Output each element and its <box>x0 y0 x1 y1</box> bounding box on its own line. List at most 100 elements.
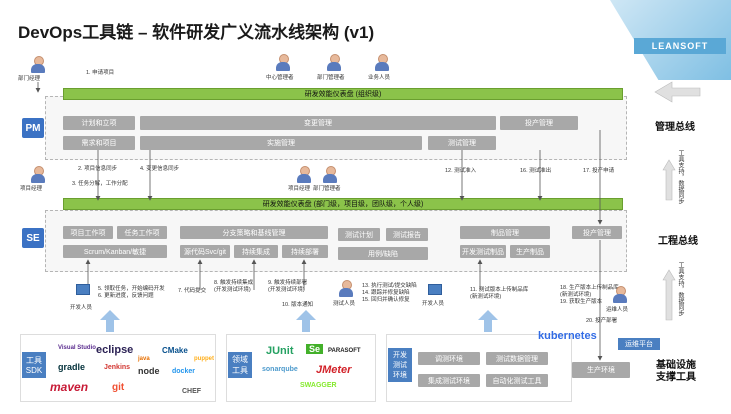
pm-box[interactable]: 计划和立项 <box>63 116 135 130</box>
step-note: 13. 执行测试/提交缺陷 14. 跟踪并修复缺陷 15. 回归并确认修复 <box>362 283 417 303</box>
role-icon <box>374 54 390 72</box>
step-note: 1. 申请项目 <box>86 70 115 76</box>
se-box[interactable]: 测试报告 <box>386 228 428 241</box>
pm-box[interactable]: 需求和项目 <box>63 136 135 150</box>
role-icon <box>275 54 291 72</box>
role-label: 测试人员 <box>333 301 356 307</box>
step-note: 9. 触发持续部署 (开发测试环境) <box>268 280 308 293</box>
role-icon <box>30 56 46 74</box>
role-icon <box>338 280 354 298</box>
step-note: 18. 生产版本上传制品库 (新测试环境) 19. 获取生产版本 <box>560 285 619 305</box>
sdk-tool: Visual Studio <box>58 345 96 351</box>
pm-box[interactable]: 变更管理 <box>140 116 496 130</box>
step-note: 17. 投产申请 <box>583 168 615 174</box>
sdk-tool: puppet <box>194 356 214 362</box>
brand-name: LEANSOFT <box>651 41 709 51</box>
k8s-logo: kubernetes <box>538 330 597 342</box>
se-box[interactable]: Scrum/Kanban/敏捷 <box>63 245 167 258</box>
se-box[interactable]: 制品管理 <box>460 226 550 239</box>
se-box[interactable]: 源代码Svc/git <box>180 245 230 258</box>
role-label: 中心管理者 <box>266 75 294 81</box>
domain-badge: 领域 工具 <box>228 352 252 378</box>
role-label: 部门经理 <box>18 76 41 82</box>
brand-logo: LEANSOFT <box>634 38 726 54</box>
pm-box[interactable]: 实施管理 <box>140 136 422 150</box>
se-box[interactable]: 开发测试制品 <box>460 245 506 258</box>
step-note: 8. 触发持续集成 (开发测试环境) <box>214 280 254 293</box>
pm-badge: PM <box>22 118 44 138</box>
domain-tool: JMeter <box>316 364 352 376</box>
sdk-tool: eclipse <box>96 344 134 356</box>
role-label: 开发人员 <box>422 301 445 307</box>
step-note: 12. 测试准入 <box>445 168 477 174</box>
se-box[interactable]: 投产管理 <box>572 226 622 239</box>
se-box[interactable]: 项目工作项 <box>63 226 113 239</box>
se-box[interactable]: 任务工作项 <box>117 226 167 239</box>
infra-label: 基础设施 支撑工具 <box>656 360 696 383</box>
role-icon <box>322 166 338 184</box>
step-note: 3. 任务分解，工作分配 <box>72 181 128 187</box>
step-note: 2. 项目信息同步 <box>78 166 118 172</box>
step-note: 7. 代码提交 <box>178 288 207 294</box>
step-note: 4. 变更信息同步 <box>140 166 180 172</box>
pc-icon <box>428 284 442 295</box>
eng-bus-label: 工程总线 <box>658 236 698 247</box>
sdk-tool: CHEF <box>182 388 202 395</box>
sdk-tool: maven <box>50 380 89 394</box>
pm-box[interactable]: 投产管理 <box>500 116 578 130</box>
domain-tool: Se <box>306 344 324 354</box>
role-label: 运维人员 <box>606 307 629 313</box>
se-dashboard[interactable]: 研发效能仪表盘 (部门级，项目级，团队级，个人级) <box>63 198 623 210</box>
domain-tool: JUnit <box>266 345 294 357</box>
sdk-tool: java <box>138 356 150 362</box>
env-badge: 开发 测试 环境 <box>388 348 412 382</box>
sdk-badge: 工具 SDK <box>22 352 46 378</box>
mgmt-bus-label: 管理总线 <box>655 122 695 133</box>
sdk-tool: node <box>138 366 160 376</box>
step-note: 10. 版本通知 <box>282 302 314 308</box>
pc-icon <box>76 284 90 295</box>
ops-platform[interactable]: 运维平台 <box>618 338 660 350</box>
sdk-tool: gradle <box>58 362 86 372</box>
role-icon <box>326 54 342 72</box>
role-icon <box>296 166 312 184</box>
se-box[interactable]: 持续集成 <box>234 245 278 258</box>
se-badge: SE <box>22 228 44 248</box>
se-box[interactable]: 测试计划 <box>338 228 380 241</box>
se-box[interactable]: 生产制品 <box>510 245 550 258</box>
env-panel <box>386 334 572 402</box>
pm-box[interactable]: 测试管理 <box>428 136 496 150</box>
se-box[interactable]: 分支策略和基线管理 <box>180 226 328 239</box>
env-box[interactable]: 集成测试环境 <box>418 374 480 387</box>
env-box[interactable]: 测试数据管理 <box>486 352 548 365</box>
role-label: 项目经理 <box>20 186 43 192</box>
page-title: DevOps工具链 – 软件研发广义流水线架构 (v1) <box>18 23 375 42</box>
support-label: 工具支持，数据同步 <box>677 262 683 316</box>
pm-dashboard[interactable]: 研发效能仪表盘 (组织级) <box>63 88 623 100</box>
prod-env[interactable]: 生产环境 <box>572 362 630 378</box>
step-note: 16. 测试准出 <box>520 168 552 174</box>
step-note: 5. 领取任务，开始编码开发 6. 更新进度，反馈问题 <box>98 286 165 299</box>
domain-tool: SWAGGER <box>300 382 337 389</box>
sdk-tool: Jenkins <box>104 364 131 371</box>
se-box[interactable]: 持续部署 <box>282 245 328 258</box>
role-label: 部门管理者 <box>313 186 341 192</box>
step-note: 20. 投产部署 <box>586 318 618 324</box>
se-section <box>45 210 627 272</box>
sdk-tool: git <box>112 382 125 393</box>
domain-tool: PARASOFT <box>328 348 361 354</box>
env-box[interactable]: 调测环境 <box>418 352 480 365</box>
sdk-tool: CMake <box>162 346 188 355</box>
role-label: 开发人员 <box>70 305 93 311</box>
role-icon <box>612 286 628 304</box>
step-note: 11. 测试版本上传制品库 (新测试环境) <box>470 287 529 300</box>
role-icon <box>30 166 46 184</box>
env-box[interactable]: 自动化测试工具 <box>486 374 548 387</box>
sdk-panel <box>20 334 216 402</box>
se-box[interactable]: 用例/缺陷 <box>338 247 428 260</box>
role-label: 项目经理 <box>288 186 311 192</box>
domain-tool: sonarqube <box>262 366 298 373</box>
support-label: 工具支持，数据同步 <box>677 150 683 204</box>
role-label: 部门管理者 <box>317 75 345 81</box>
